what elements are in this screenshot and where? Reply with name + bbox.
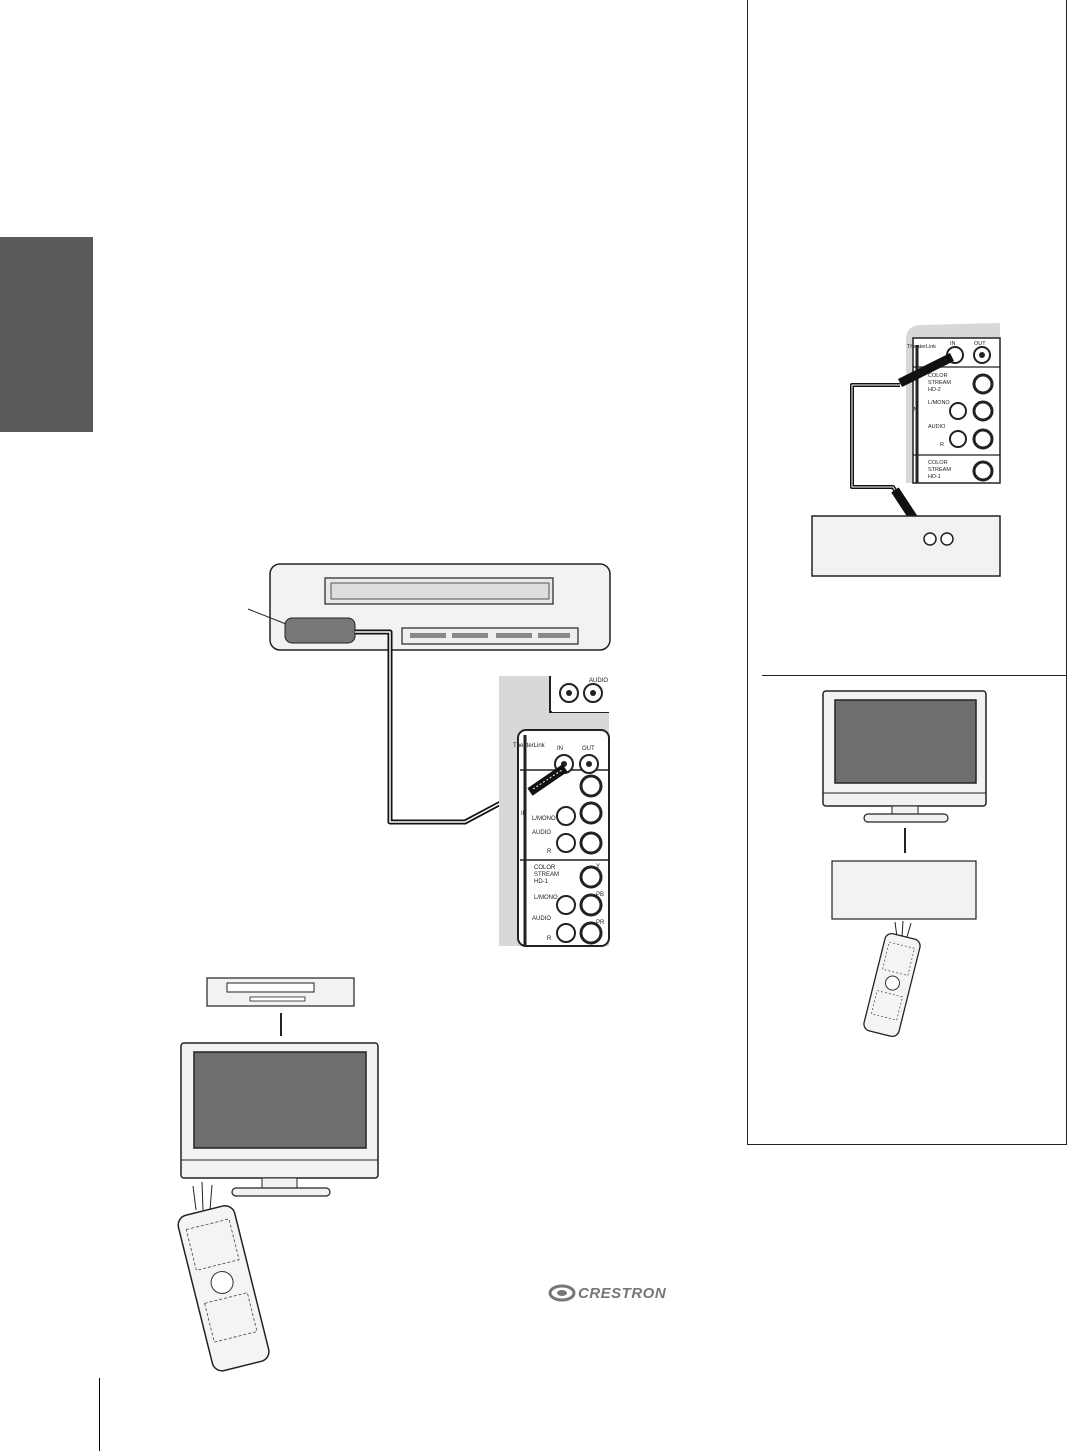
label-pr: PR	[596, 920, 605, 926]
sb-label-theaterlink: TheaterLink	[907, 344, 936, 350]
sb-label-color: COLOR	[928, 373, 948, 379]
sidebar-connection-diagram	[811, 323, 1001, 577]
crestron-logo-text: CRESTRON	[578, 1285, 667, 1302]
label-out: OUT	[582, 746, 595, 752]
label-lmono: L/MONO	[532, 816, 556, 822]
sidebar-box	[747, 0, 1067, 1145]
label-audio: AUDIO	[532, 830, 551, 836]
crestron-logo: CRESTRON	[548, 1283, 673, 1305]
label-y: Y	[596, 864, 600, 870]
label-hd1: HD-1	[534, 879, 549, 885]
sb-label-in: IN	[950, 341, 956, 347]
sb-label-color-2: COLOR	[928, 460, 948, 466]
label-pb: PB	[596, 892, 604, 898]
label-r-2: R	[547, 936, 552, 942]
sb-label-lmono: L/MONO	[928, 400, 950, 406]
label-audio-2: AUDIO	[532, 916, 551, 922]
section-tab	[0, 237, 93, 432]
label-lmono-2: L/MONO	[534, 895, 558, 901]
sb-label-stream: STREAM	[928, 380, 951, 386]
sidebar-divider	[762, 675, 1067, 676]
sb-label-r: R	[940, 442, 944, 448]
label-stream: STREAM	[534, 872, 559, 878]
sb-label-side-in: IN	[912, 407, 918, 413]
sb-label-audio: AUDIO	[928, 424, 946, 430]
av-device	[247, 563, 611, 651]
page-margin-rule	[99, 1378, 100, 1451]
label-audio-top: AUDIO	[589, 678, 608, 684]
label-theaterlink: TheaterLink	[513, 743, 546, 749]
device-tv-remote-diagram	[177, 977, 379, 1372]
sidebar-tv-box-remote-diagram	[822, 690, 987, 1038]
label-color: COLOR	[534, 865, 556, 871]
label-side-in: IN	[521, 811, 527, 817]
label-in: IN	[557, 746, 563, 752]
sb-label-out: OUT	[974, 341, 986, 347]
sb-label-hd1: HD-1	[928, 474, 941, 480]
sb-label-hd2: HD-2	[928, 387, 941, 393]
crestron-swirl-icon	[548, 1284, 576, 1302]
label-r: R	[547, 849, 552, 855]
sb-label-stream-2: STREAM	[928, 467, 951, 473]
tv-back-panel	[499, 676, 610, 947]
